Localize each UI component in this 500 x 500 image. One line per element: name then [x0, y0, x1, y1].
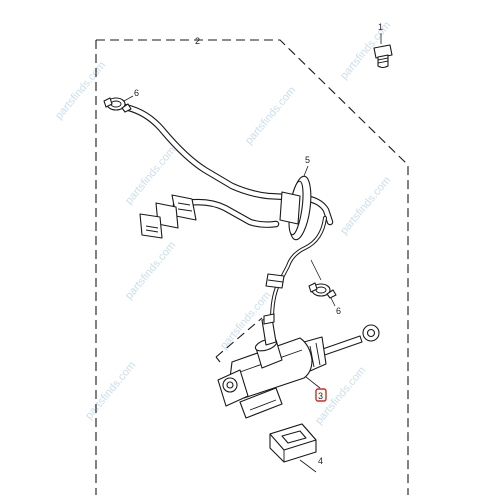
watermarks: partsfinds.com partsfinds.com partsfinds… — [53, 19, 393, 427]
callout-5-label: 5 — [305, 155, 310, 165]
watermark-2: partsfinds.com — [123, 144, 178, 207]
callout-6-top-label: 6 — [134, 88, 139, 98]
hose-connector — [139, 194, 197, 239]
watermark-3: partsfinds.com — [243, 84, 298, 147]
clutch-master-cylinder-icon: 3 — [217, 313, 380, 419]
hose-clip-icon: 6 — [103, 88, 139, 113]
watermark-5: partsfinds.com — [123, 239, 178, 302]
watermark-6: partsfinds.com — [338, 174, 393, 237]
callout-2: 2 — [195, 36, 200, 46]
callout-3-label: 3 — [318, 391, 323, 401]
callout-1-label: 1 — [378, 22, 383, 32]
bolt-icon: 1 — [373, 22, 393, 69]
hose-icon — [121, 103, 334, 322]
watermark-1: partsfinds.com — [53, 59, 108, 122]
hose-clip-lower-icon: 6 — [308, 259, 341, 316]
cylinder-sub-boundary — [215, 317, 263, 363]
callout-3-highlight — [315, 388, 327, 402]
callout-4-label: 4 — [318, 456, 323, 466]
callout-2-label: 2 — [195, 36, 200, 46]
watermark-8: partsfinds.com — [83, 359, 138, 422]
assembly-boundary — [95, 39, 409, 495]
callout-6-lower-label: 6 — [336, 306, 341, 316]
mounting-bracket-icon: 4 — [269, 423, 323, 473]
grommet-icon: 5 — [279, 155, 312, 241]
